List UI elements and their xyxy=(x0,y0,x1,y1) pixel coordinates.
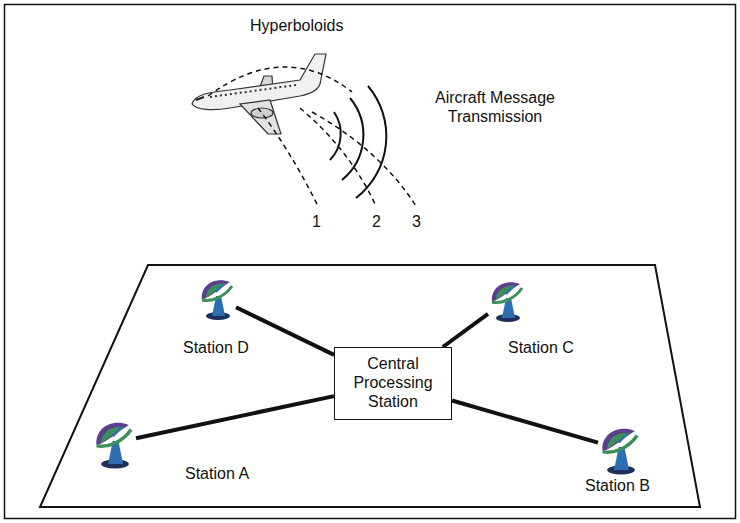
station-node: Station C xyxy=(488,278,526,322)
process-box: Central Processing Station xyxy=(334,347,452,420)
station-node: Station B xyxy=(598,424,642,474)
transmission-label: Aircraft Message Transmission xyxy=(420,88,570,126)
dish-icon xyxy=(202,280,232,320)
hyperboloid-curves xyxy=(208,67,416,206)
station-link xyxy=(136,396,334,438)
station-link xyxy=(452,401,598,443)
station-label: Station C xyxy=(508,338,574,357)
station-link xyxy=(443,314,488,347)
station-label: Station A xyxy=(185,464,249,483)
dish-icon xyxy=(96,423,131,469)
callout-number: 2 xyxy=(372,212,381,231)
station-label: Station B xyxy=(585,476,650,495)
station-node: Station D xyxy=(198,276,236,320)
diagram-title-label: Hyperboloids xyxy=(250,16,343,35)
dish-icon xyxy=(492,282,522,322)
dish-icon xyxy=(602,429,637,475)
callout-number: 3 xyxy=(412,212,421,231)
box-label: Central Processing Station xyxy=(343,354,443,411)
station-label: Station D xyxy=(183,338,249,357)
transmission-arcs xyxy=(330,86,386,198)
ground-plane xyxy=(40,265,700,507)
frame xyxy=(5,5,736,519)
station-node: Station A xyxy=(92,418,136,468)
station-link xyxy=(236,307,334,355)
callout-number: 1 xyxy=(312,212,321,231)
